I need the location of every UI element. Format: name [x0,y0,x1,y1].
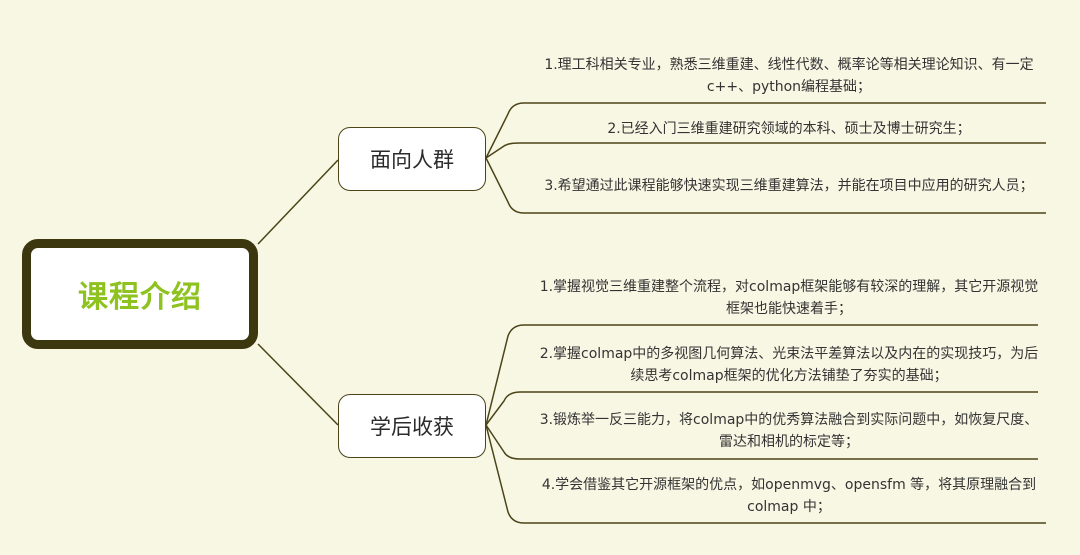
leaf-text: 2.掌握colmap中的多视图几何算法、光束法平差算法以及内在的实现技巧，为后续… [539,346,1039,384]
connector-root-to-audience [257,159,339,245]
connector-gains-item-3 [485,424,1038,460]
branch-node-audience: 面向人群 [338,127,486,191]
connector-root-to-gains [257,343,339,426]
branch-label-audience: 面向人群 [370,148,454,172]
leaf-gains-4: 4.学会借鉴其它开源框架的优点，如openmvg、opensfm 等，将其原理融… [530,471,1048,521]
connector-gains-item-4 [485,424,1046,524]
connector-gains-item-1 [485,324,1038,426]
leaf-gains-1: 1.掌握视觉三维重建整个流程，对colmap框架能够有较深的理解，其它开源视觉框… [530,273,1048,323]
leaf-text: 3.锻炼举一反三能力，将colmap中的优秀算法融合到实际问题中，如恢复尺度、雷… [539,412,1039,450]
leaf-text: 3.希望通过此课程能够快速实现三维重建算法，并能在项目中应用的研究人员； [544,178,1034,194]
leaf-gains-2: 2.掌握colmap中的多视图几何算法、光束法平差算法以及内在的实现技巧，为后续… [530,340,1048,390]
root-node: 课程介绍 [22,239,258,349]
root-title: 课程介绍 [78,280,202,315]
leaf-audience-3: 3.希望通过此课程能够快速实现三维重建算法，并能在项目中应用的研究人员； [530,161,1048,211]
leaf-text: 2.已经入门三维重建研究领域的本科、硕士及博士研究生； [607,121,971,137]
leaf-text: 4.学会借鉴其它开源框架的优点，如openmvg、opensfm 等，将其原理融… [541,477,1037,515]
leaf-audience-2: 2.已经入门三维重建研究领域的本科、硕士及博士研究生； [530,116,1048,142]
branch-node-gains: 学后收获 [338,394,486,458]
leaf-text: 1.理工科相关专业，熟悉三维重建、线性代数、概率论等相关理论知识、有一定c++、… [544,57,1034,95]
connector-audience-item-1 [485,102,1046,159]
connector-audience-item-2 [485,142,1046,159]
connector-audience-item-3 [485,157,1046,214]
branch-label-gains: 学后收获 [370,415,454,439]
leaf-gains-3: 3.锻炼举一反三能力，将colmap中的优秀算法融合到实际问题中，如恢复尺度、雷… [530,406,1048,456]
leaf-text: 1.掌握视觉三维重建整个流程，对colmap框架能够有较深的理解，其它开源视觉框… [539,279,1039,317]
leaf-audience-1: 1.理工科相关专业，熟悉三维重建、线性代数、概率论等相关理论知识、有一定c++、… [530,51,1048,101]
connector-gains-item-2 [485,391,1038,426]
